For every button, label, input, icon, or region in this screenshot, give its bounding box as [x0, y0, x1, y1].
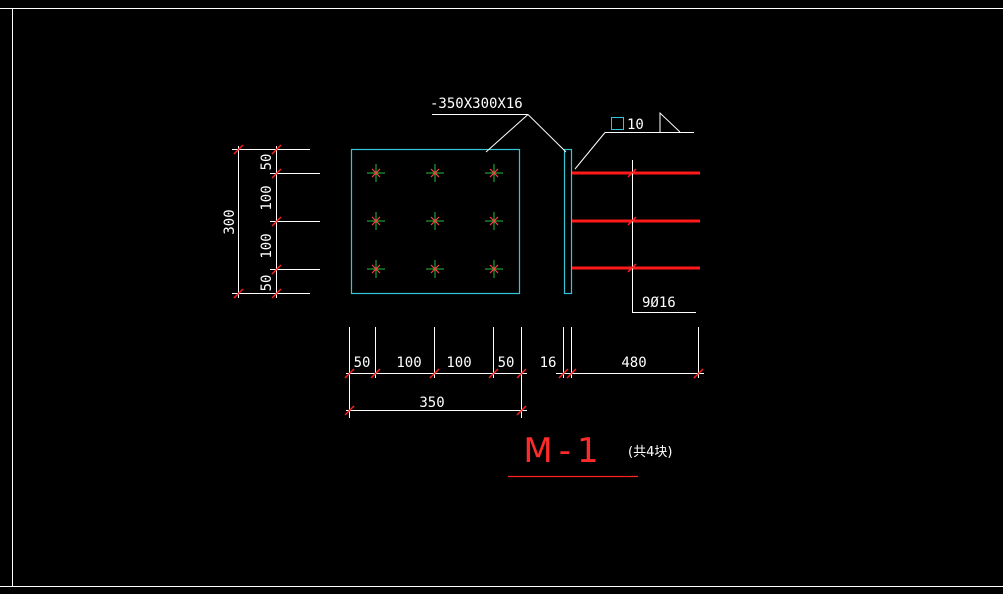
hdim-thickness-label: 16: [540, 355, 557, 371]
rebar-group: [572, 160, 700, 313]
plate-section-outline: [563, 148, 573, 295]
hdim-segment-2-label: 100: [396, 355, 421, 371]
anchor-hole-5: [426, 212, 444, 230]
anchor-grid: [367, 164, 503, 278]
fillet-weld-icon: [659, 111, 681, 133]
plate-plan-outline: [350, 148, 521, 295]
plate-leader: [432, 114, 567, 153]
vdim-total-label: 300: [222, 209, 238, 234]
drawing-frame: [0, 8, 1003, 587]
plate-label: -350X300X16: [430, 96, 523, 112]
hdim-segment-4-label: 50: [498, 355, 515, 371]
anchor-hole-1: [367, 164, 385, 182]
hdim-total-label: 350: [419, 395, 444, 411]
plate-leader-to-section: [527, 114, 567, 153]
vdim-segment-1-label: 50: [259, 154, 275, 171]
mark-quantity-note: (共4块): [628, 445, 672, 460]
hdim-rebar-length-label: 480: [621, 355, 646, 371]
vdim-segment-4-label: 50: [259, 275, 275, 292]
hdim-segment-1-label: 50: [354, 355, 371, 371]
weld-size-label: 10: [627, 117, 644, 133]
vdim-segment-2-label: 100: [259, 185, 275, 210]
anchor-hole-3: [485, 164, 503, 182]
weld-symbol: [574, 111, 694, 170]
vertical-dimension-ticks: [233, 144, 282, 299]
anchor-hole-7: [367, 260, 385, 278]
anchor-hole-8: [426, 260, 444, 278]
hdim-segment-3-label: 100: [446, 355, 471, 371]
horizontal-dimension-lines: [346, 327, 704, 418]
plate-leader-to-plan: [485, 114, 529, 153]
rebar-label: 9Ø16: [642, 295, 676, 311]
weld-box-icon: [611, 117, 624, 130]
weld-leader-line: [574, 132, 606, 170]
anchor-hole-4: [367, 212, 385, 230]
horizontal-dimension-ticks: [344, 368, 704, 416]
anchor-hole-2: [426, 164, 444, 182]
anchor-hole-6: [485, 212, 503, 230]
rebar-leader-ticks: [627, 168, 637, 273]
vdim-segment-3-label: 100: [259, 233, 275, 258]
anchor-hole-9: [485, 260, 503, 278]
mark-title: M-1: [523, 431, 604, 471]
